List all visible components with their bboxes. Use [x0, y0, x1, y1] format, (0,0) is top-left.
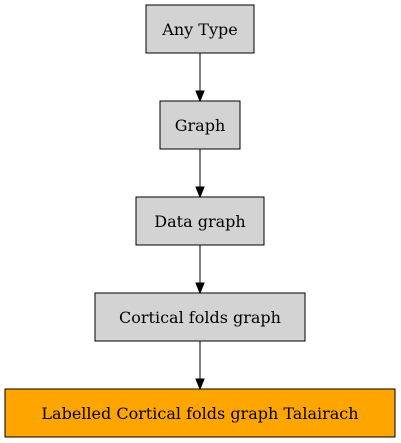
node-box [135, 196, 265, 246]
node-box [145, 4, 255, 54]
node-box [159, 100, 241, 150]
arrowhead-icon [195, 90, 205, 103]
node-box [4, 388, 396, 438]
arrowhead-icon [195, 282, 205, 295]
node-label: Any Type [161, 20, 237, 39]
edge-cortical-folds-graph-to-labelled-cortical-folds-graph-talairach [195, 341, 205, 391]
node-label: Data graph [154, 212, 245, 231]
node-data-graph: Data graph [135, 196, 265, 246]
edges-layer [195, 53, 205, 391]
edge-graph-to-data-graph [195, 149, 205, 199]
node-label: Graph [175, 116, 226, 135]
node-labelled-cortical-folds-graph-talairach: Labelled Cortical folds graph Talairach [4, 388, 396, 438]
node-graph: Graph [159, 100, 241, 150]
arrowhead-icon [195, 186, 205, 199]
node-box [94, 292, 306, 342]
edge-any-type-to-graph [195, 53, 205, 103]
node-any-type: Any Type [145, 4, 255, 54]
arrowhead-icon [195, 378, 205, 391]
node-label: Cortical folds graph [119, 308, 281, 327]
edge-data-graph-to-cortical-folds-graph [195, 245, 205, 295]
node-label: Labelled Cortical folds graph Talairach [41, 404, 358, 423]
node-cortical-folds-graph: Cortical folds graph [94, 292, 306, 342]
